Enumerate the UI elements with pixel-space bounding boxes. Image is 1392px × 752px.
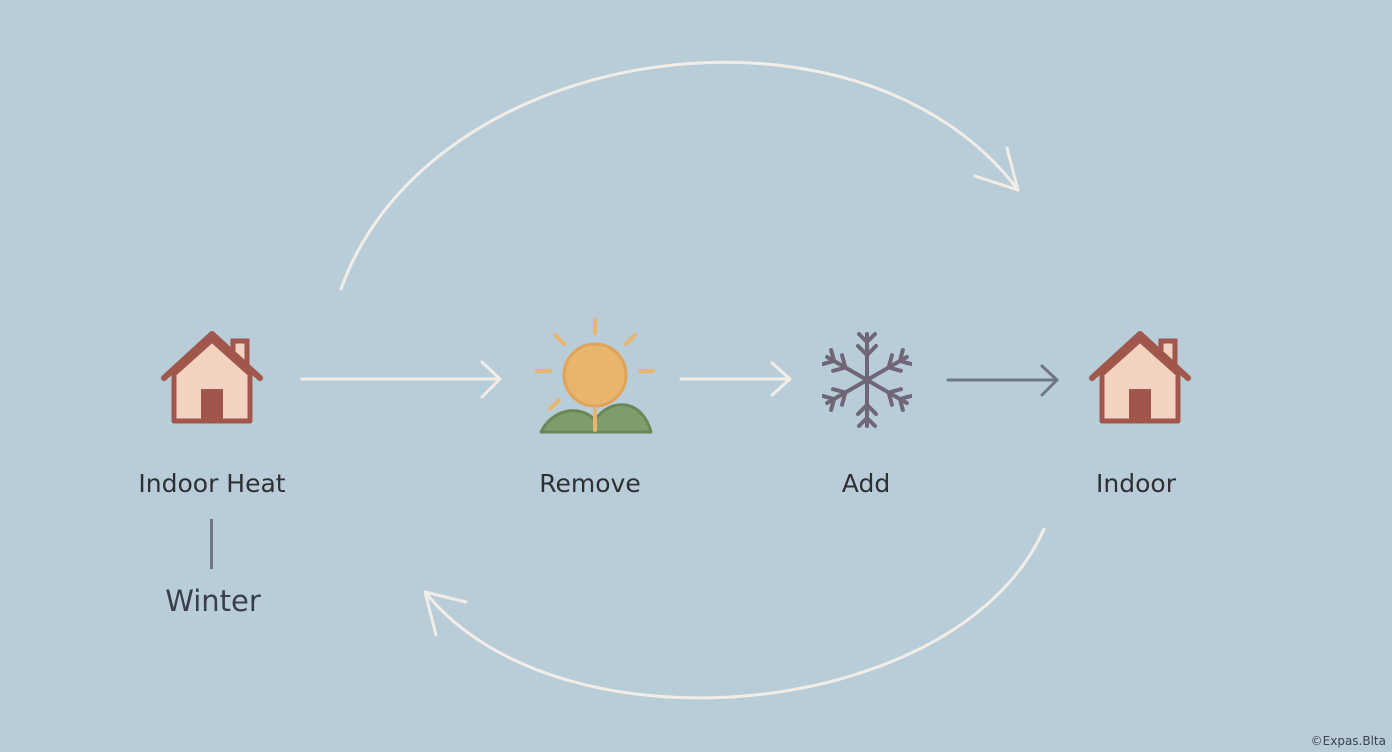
winter-connector-line	[210, 519, 213, 569]
bottom-arc-arrow	[423, 527, 1046, 700]
arrow-heat-to-remove	[300, 360, 502, 399]
sun-icon	[535, 318, 655, 434]
season-label: Winter	[165, 584, 261, 618]
node-label-indoor: Indoor	[1096, 469, 1176, 498]
house-icon	[1089, 331, 1191, 424]
bottom-arc-arrowhead	[423, 590, 468, 637]
top-arc-arrow	[339, 60, 1020, 291]
footer-credit: ©Expas.Blta	[1310, 734, 1386, 748]
snowflake-icon	[822, 332, 912, 428]
top-arc-arrowhead	[973, 146, 1020, 192]
house-icon	[161, 331, 263, 424]
node-label-indoor-heat: Indoor Heat	[138, 469, 286, 498]
arrow-add-to-indoor	[946, 364, 1059, 397]
arrow-remove-to-add	[679, 361, 792, 397]
node-label-add: Add	[841, 469, 891, 498]
node-label-remove: Remove	[539, 469, 641, 498]
